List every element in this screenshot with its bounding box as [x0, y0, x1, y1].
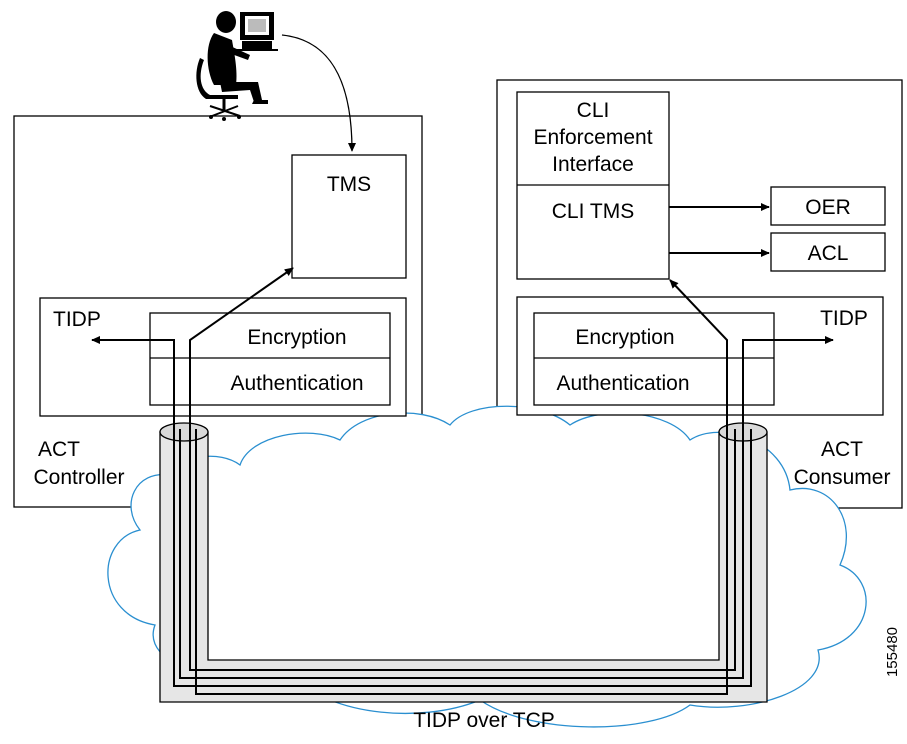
- consumer-name-line1: ACT: [821, 438, 863, 461]
- consumer-name-line2: Consumer: [794, 466, 891, 489]
- consumer-security-box: [533, 312, 775, 406]
- consumer-cli-line3: Interface: [552, 153, 634, 176]
- figure-id: 155480: [884, 627, 901, 677]
- controller-tms-label: TMS: [327, 173, 371, 196]
- consumer-acl-box: [770, 232, 886, 272]
- consumer-encryption-label: Encryption: [575, 326, 674, 349]
- controller-authentication-label: Authentication: [230, 372, 363, 395]
- operator-to-tms-arrow: [281, 34, 357, 152]
- network-label: TIDP over TCP: [413, 709, 555, 732]
- consumer-cli-line1: CLI: [577, 99, 610, 122]
- consumer-authentication-label: Authentication: [556, 372, 689, 395]
- operator-at-computer-icon: [196, 11, 278, 121]
- pipe-left-opening: [159, 422, 209, 442]
- controller-tms-box: [291, 154, 407, 279]
- consumer-tms-flow: [195, 279, 728, 695]
- consumer-acl-label: ACL: [808, 242, 849, 265]
- consumer-cli-line2: Enforcement: [533, 126, 652, 149]
- controller-tms-flow: [189, 267, 736, 671]
- consumer-tidp-label: TIDP: [820, 307, 868, 330]
- controller-name-line2: Controller: [33, 466, 124, 489]
- consumer-oer-box: [770, 186, 886, 226]
- controller-tidp-label: TIDP: [53, 308, 101, 331]
- controller-encryption-label: Encryption: [247, 326, 346, 349]
- consumer-oer-label: OER: [805, 196, 851, 219]
- consumer-cli-tms-label: CLI TMS: [552, 200, 634, 223]
- controller-name-line1: ACT: [38, 438, 80, 461]
- consumer-tidp-flow: [179, 335, 834, 679]
- controller-tidp-flow: [91, 335, 752, 687]
